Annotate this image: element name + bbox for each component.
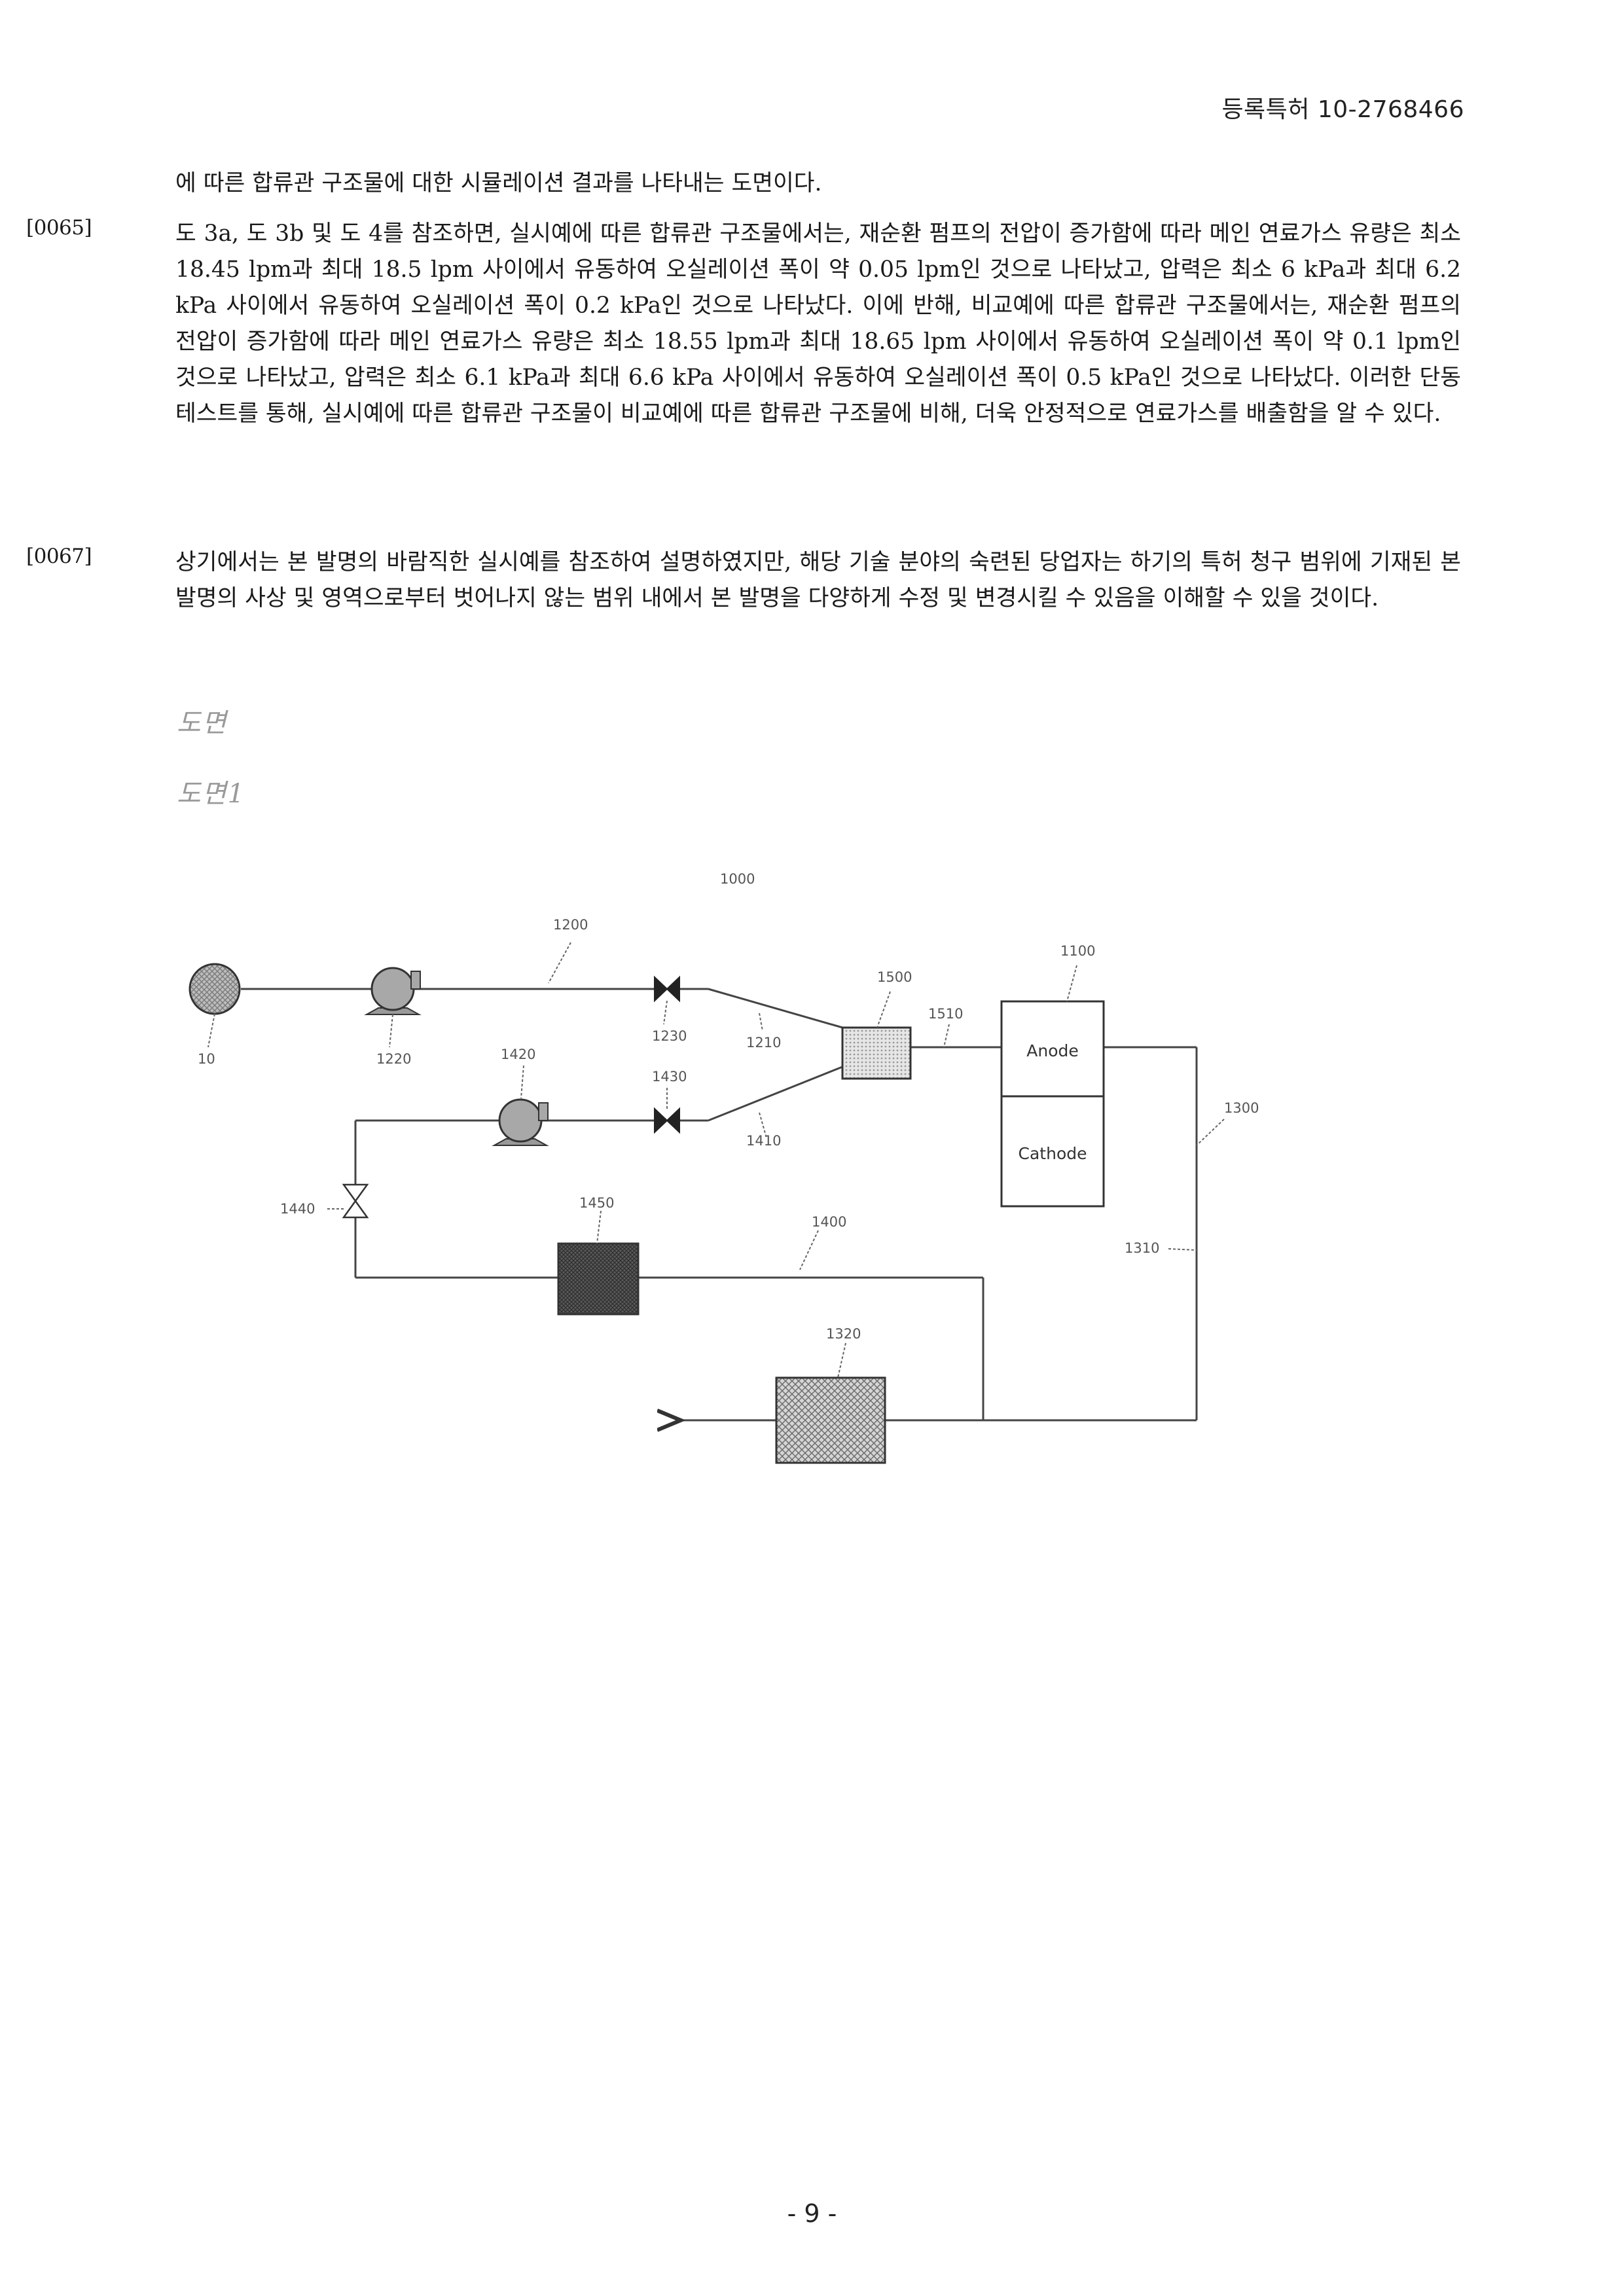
label-recirc-branch: 1410 [746,1133,781,1149]
hydrogen-tank-icon [190,964,240,1014]
label-merge-main: 1210 [746,1035,781,1050]
label-main-pump: 1220 [376,1051,411,1067]
recirc-valve-icon [655,1109,679,1132]
label-humidifier: 1320 [826,1326,861,1342]
label-recirc-pump: 1420 [501,1047,535,1062]
label-separator: 1450 [579,1195,614,1211]
label-recirc-line: 1400 [812,1214,846,1230]
label-exhaust-line: 1300 [1224,1100,1259,1116]
separator-block [558,1244,638,1314]
humidifier-block [776,1378,885,1463]
label-stack: 1100 [1060,943,1095,959]
mixer-block [842,1028,911,1079]
anode-label: Anode [1026,1041,1079,1060]
label-recirc-valve: 1430 [652,1069,687,1085]
label-mixer-out: 1510 [928,1006,963,1022]
label-exhaust-branch: 1310 [1125,1240,1159,1256]
recirculation-pump-icon [494,1100,548,1145]
cathode-label: Cathode [1019,1144,1087,1163]
main-valve-icon [655,977,679,1001]
label-system: 1000 [720,871,755,887]
label-main-valve: 1230 [652,1028,687,1044]
page-number: - 9 - [0,2199,1624,2228]
main-pump-icon [367,968,420,1014]
label-purge-valve: 1440 [280,1201,315,1217]
label-tank: 10 [198,1051,215,1067]
fuel-cell-stack: Anode Cathode [1001,1001,1104,1206]
label-main-line: 1200 [553,917,588,933]
label-mixer: 1500 [877,969,912,985]
purge-valve-icon [344,1185,367,1217]
